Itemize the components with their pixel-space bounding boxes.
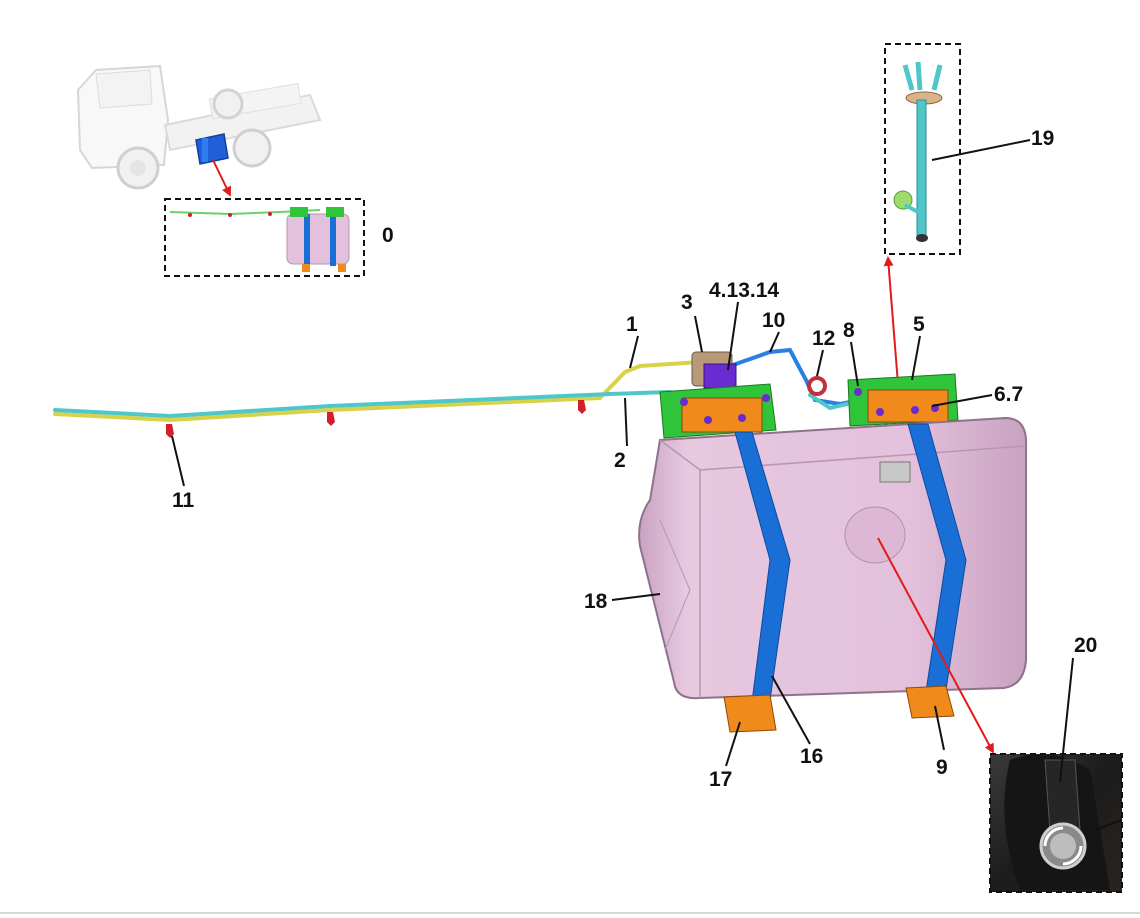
part-label-11: 11 bbox=[172, 489, 195, 512]
part-label-10: 10 bbox=[762, 309, 785, 332]
inset-fuel-cap-photo bbox=[989, 753, 1123, 893]
part-label-17: 17 bbox=[709, 768, 732, 791]
part-label-19: 19 bbox=[1031, 127, 1054, 150]
part-label-2: 2 bbox=[614, 449, 626, 472]
part-labels: 0 1 2 3 4.13.14 10 12 8 5 6.7 11 18 16 1… bbox=[172, 127, 1097, 791]
part-label-0: 0 bbox=[382, 224, 394, 247]
part-label-8: 8 bbox=[843, 319, 855, 342]
part-label-12: 12 bbox=[812, 327, 835, 350]
left-bracket bbox=[659, 383, 777, 439]
truck-overview-illustration bbox=[76, 64, 322, 190]
fuel-filter-assembly bbox=[691, 351, 737, 389]
part-label-6-7: 6.7 bbox=[994, 383, 1023, 406]
part-label-9: 9 bbox=[936, 756, 948, 779]
part-label-5: 5 bbox=[913, 313, 925, 336]
cap-red-arrow bbox=[877, 537, 994, 754]
leader-lines bbox=[171, 139, 1123, 831]
part-label-18: 18 bbox=[584, 590, 608, 613]
overview-red-arrow bbox=[212, 159, 232, 197]
clamp-ring bbox=[807, 376, 827, 396]
part-label-16: 16 bbox=[800, 745, 823, 768]
pipe-clips bbox=[166, 400, 586, 438]
tank-feet bbox=[723, 685, 955, 733]
part-label-20: 20 bbox=[1074, 634, 1097, 657]
tank-inspection-cover bbox=[844, 506, 906, 564]
fuel-tank bbox=[638, 416, 1027, 700]
part-label-3: 3 bbox=[681, 291, 693, 314]
part-label-1: 1 bbox=[626, 313, 638, 336]
inset-sender-unit-box bbox=[884, 43, 961, 255]
inset-overview-box bbox=[164, 198, 365, 277]
part-label-4-13-14: 4.13.14 bbox=[709, 279, 779, 302]
truck-tank-highlight bbox=[195, 133, 229, 165]
bottom-divider bbox=[0, 912, 1140, 914]
pipe-cyan bbox=[53, 389, 692, 419]
pipe-yellow bbox=[53, 360, 702, 423]
right-bracket bbox=[847, 373, 959, 427]
